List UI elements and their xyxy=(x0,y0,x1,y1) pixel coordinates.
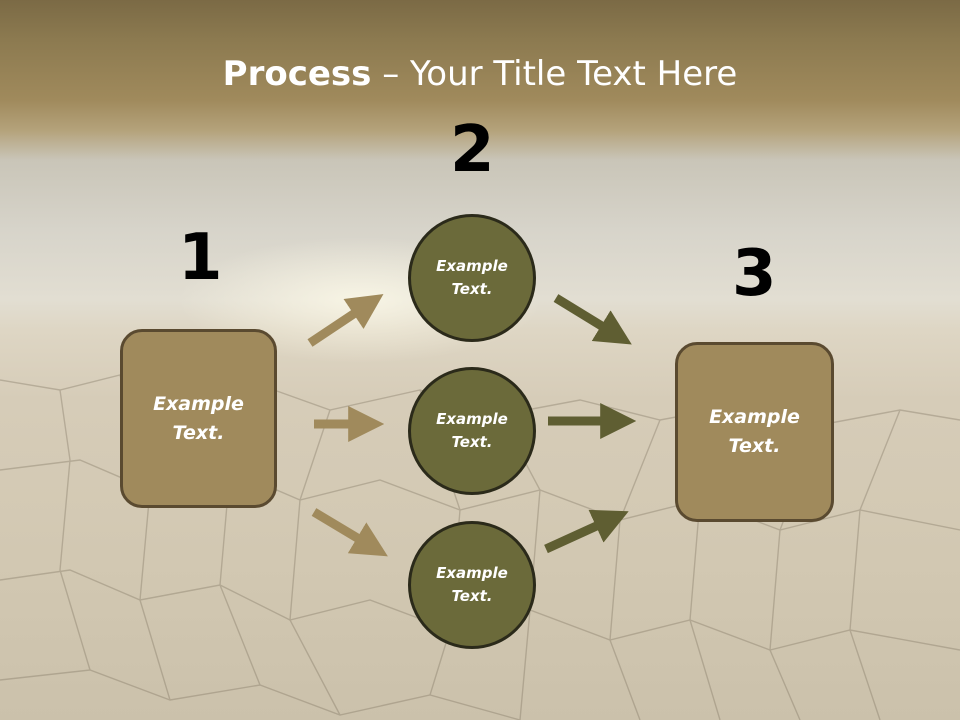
step-number-3: 3 xyxy=(732,237,777,311)
slide-title: Process – Your Title Text Here xyxy=(0,52,960,96)
step-number-2: 2 xyxy=(450,113,495,187)
step2-circle-top: Example Text. xyxy=(408,214,536,342)
arrow-step1-to-bottom xyxy=(311,508,388,557)
arrow-top-to-step3 xyxy=(553,294,632,345)
title-bold: Process xyxy=(222,54,372,94)
arrow-bottom-to-step3 xyxy=(544,509,629,554)
step2-circle-middle-text: Example Text. xyxy=(436,410,508,451)
title-separator: – xyxy=(371,54,411,94)
step3-box: Example Text. xyxy=(675,342,834,522)
step2-circle-middle: Example Text. xyxy=(408,367,536,495)
step2-circle-bottom: Example Text. xyxy=(408,521,536,649)
step3-text: Example Text. xyxy=(709,406,800,457)
arrow-step1-to-top xyxy=(307,294,384,347)
step-number-1: 1 xyxy=(178,221,223,295)
step1-box: Example Text. xyxy=(120,329,277,508)
step2-circle-bottom-text: Example Text. xyxy=(436,564,508,605)
step2-circle-top-text: Example Text. xyxy=(436,257,508,298)
step1-text: Example Text. xyxy=(153,392,244,444)
title-rest: Your Title Text Here xyxy=(410,54,738,94)
